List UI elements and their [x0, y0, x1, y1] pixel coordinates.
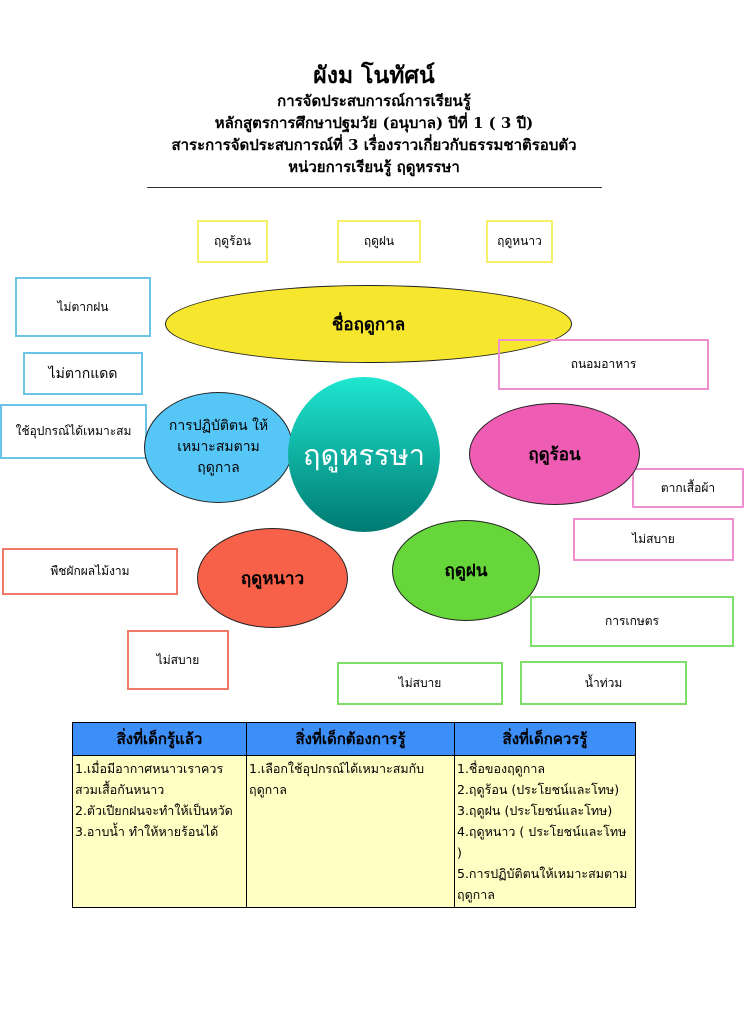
- table-header: สิ่งที่เด็กรู้แล้ว: [72, 722, 247, 756]
- practice-box: ไม่ตากฝน: [15, 277, 151, 337]
- table-cell-should: 1.ชื่อของฤดูกาล 2.ฤดูร้อน (ประโยชน์และโท…: [454, 755, 636, 908]
- list-item: 3.ฤดูฝน (ประโยชน์และโทษ): [457, 803, 613, 818]
- table-cell-known: 1.เมื่อมีอากาศหนาวเราควรสวมเสื้อกันหนาว …: [72, 755, 247, 908]
- season-box: ฤดูหนาว: [486, 220, 553, 263]
- rainy-node: ฤดูฝน: [392, 520, 540, 621]
- list-item: 1.เลือกใช้อุปกรณ์ได้เหมาะสมกับฤดูกาล: [249, 761, 425, 797]
- summer-node: ฤดูร้อน: [469, 403, 640, 505]
- season-box: ฤดูร้อน: [197, 220, 268, 263]
- rainy-box: การเกษตร: [530, 596, 734, 647]
- rainy-box: ไม่สบาย: [337, 662, 503, 705]
- subtitle-3: สาระการจัดประสบการณ์ที่ 3 เรื่องราวเกี่ย…: [171, 136, 577, 154]
- winter-box: ไม่สบาย: [127, 630, 229, 690]
- names-node: ชื่อฤดูกาล: [165, 285, 572, 363]
- subtitle-2: หลักสูตรการศึกษาปฐมวัย (อนุบาล) ปีที่ 1 …: [214, 114, 534, 132]
- table-header: สิ่งที่เด็กควรรู้: [454, 722, 636, 756]
- list-item: 4.ฤดูหนาว ( ประโยชน์และโทษ ): [457, 824, 627, 860]
- winter-box: พืชผักผลไม้งาม: [2, 548, 178, 595]
- list-item: 2.ฤดูร้อน (ประโยชน์และโทษ): [457, 782, 620, 797]
- list-item: 2.ตัวเปียกฝนจะทำให้เป็นหวัด: [75, 803, 233, 818]
- subtitle-1: การจัดประสบการณ์การเรียนรู้: [277, 92, 471, 110]
- summer-box: ตากเสื้อผ้า: [632, 468, 744, 508]
- rainy-box: น้ำท่วม: [520, 661, 687, 705]
- practice-node: การปฏิบัติตน ให้เหมาะสมตาม ฤดูกาล: [144, 392, 293, 503]
- center-node: ฤดูหรรษา: [288, 377, 440, 532]
- summer-box: ไม่สบาย: [573, 518, 734, 561]
- summer-box: ถนอมอาหาร: [498, 339, 709, 390]
- list-item: 5.การปฏิบัติตนให้เหมาะสมตามฤดูกาล: [457, 866, 628, 902]
- list-item: 3.อาบน้ำ ทำให้หายร้อนได้: [75, 824, 219, 839]
- table-header: สิ่งที่เด็กต้องการรู้: [246, 722, 455, 756]
- table-cell-want: 1.เลือกใช้อุปกรณ์ได้เหมาะสมกับฤดูกาล: [246, 755, 455, 908]
- winter-node: ฤดูหนาว: [197, 528, 348, 628]
- page-title: ผังม โนทัศน์: [313, 62, 435, 89]
- kwl-table: สิ่งที่เด็กรู้แล้ว สิ่งที่เด็กต้องการรู้…: [72, 722, 636, 908]
- season-box: ฤดูฝน: [337, 220, 421, 263]
- subtitle-4: หน่วยการเรียนรู้ ฤดูหรรษา: [288, 158, 460, 176]
- practice-box: ใช้อุปกรณ์ได้เหมาะสม: [0, 404, 147, 459]
- practice-box: ไม่ตากแดด: [23, 352, 143, 395]
- divider: [147, 187, 602, 188]
- list-item: 1.เมื่อมีอากาศหนาวเราควรสวมเสื้อกันหนาว: [75, 761, 224, 797]
- list-item: 1.ชื่อของฤดูกาล: [457, 761, 546, 776]
